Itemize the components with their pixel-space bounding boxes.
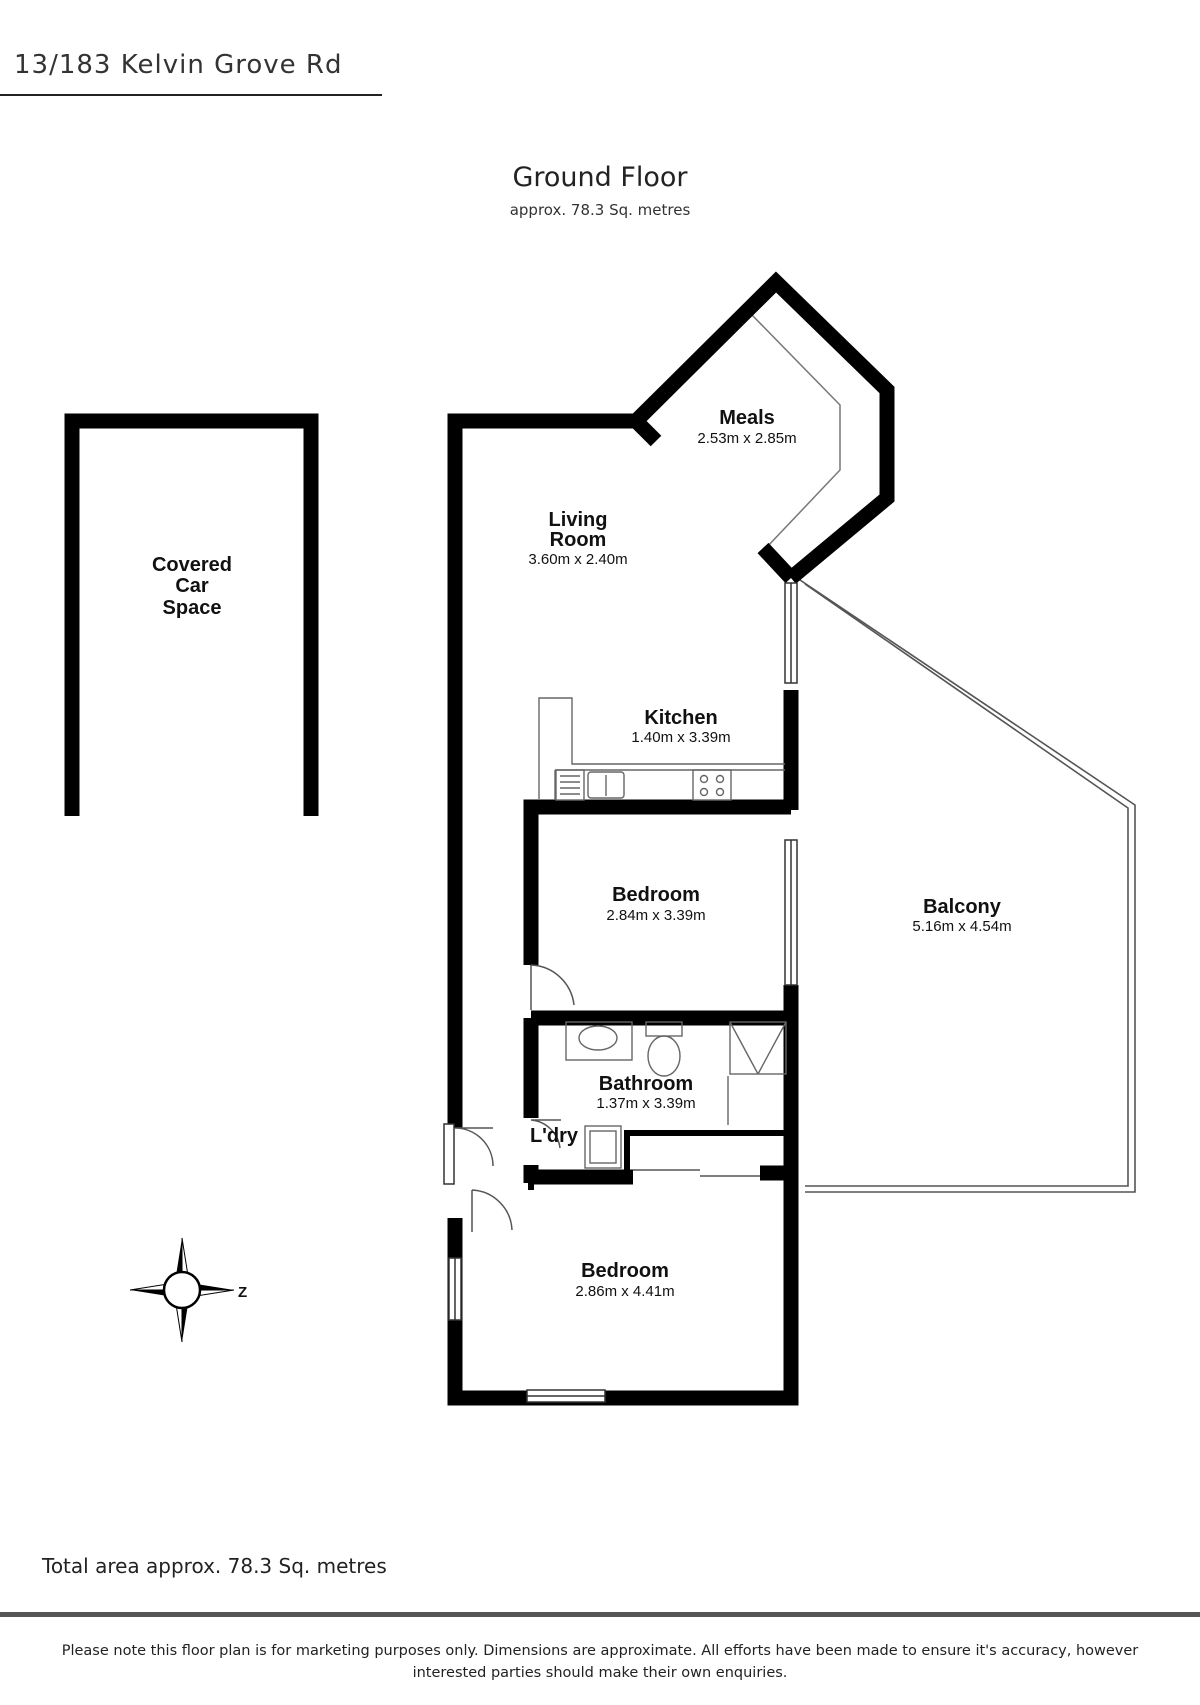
bedroom2-dims: 2.86m x 4.41m — [575, 1283, 674, 1300]
total-area: Total area approx. 78.3 Sq. metres — [42, 1554, 387, 1578]
laundry-label: L'dry — [530, 1125, 579, 1147]
balcony-label: Balcony — [923, 896, 1002, 918]
meals-dims: 2.53m x 2.85m — [697, 430, 796, 447]
property-address: 13/183 Kelvin Grove Rd — [14, 50, 343, 80]
carspace-label-line1: Covered — [152, 554, 232, 576]
windows — [443, 582, 798, 1403]
living-label-line2: Room — [550, 529, 607, 551]
footer-rule — [0, 1612, 1200, 1617]
address-underline — [0, 94, 382, 96]
floor-title: Ground Floor — [512, 162, 688, 193]
bathroom-dims: 1.37m x 3.39m — [596, 1095, 695, 1112]
apartment-walls — [447, 271, 895, 1406]
disclaimer: Please note this floor plan is for marke… — [20, 1640, 1180, 1684]
bathroom-label: Bathroom — [599, 1073, 693, 1095]
living-label-line1: Living — [549, 509, 608, 531]
internal-walls — [528, 1130, 791, 1190]
kitchen-label: Kitchen — [644, 707, 717, 729]
disclaimer-line2: interested parties should make their own… — [412, 1665, 788, 1681]
bedroom1-dims: 2.84m x 3.39m — [606, 907, 705, 924]
floor-area: approx. 78.3 Sq. metres — [509, 201, 691, 219]
compass-label: Z — [238, 1284, 247, 1301]
kitchen-fixtures — [538, 697, 785, 801]
bedroom1-label: Bedroom — [612, 884, 700, 906]
meals-inner-lines — [751, 314, 841, 549]
balcony-outline — [799, 579, 1136, 1193]
bathroom-fixtures — [565, 1021, 787, 1169]
disclaimer-line1: Please note this floor plan is for marke… — [61, 1643, 1139, 1659]
carspace-label-line2: Car — [175, 575, 209, 597]
bedroom2-label: Bedroom — [581, 1260, 669, 1282]
kitchen-dims: 1.40m x 3.39m — [631, 729, 730, 746]
balcony-dims: 5.16m x 4.54m — [912, 918, 1011, 935]
meals-label: Meals — [719, 407, 775, 429]
living-dims: 3.60m x 2.40m — [528, 551, 627, 568]
car-space-walls — [64, 413, 319, 816]
room-labels: Meals 2.53m x 2.85m Living Room 3.60m x … — [152, 407, 1012, 1300]
doors — [454, 964, 760, 1232]
carspace-label-line3: Space — [163, 597, 222, 619]
compass-icon: Z — [129, 1237, 247, 1343]
